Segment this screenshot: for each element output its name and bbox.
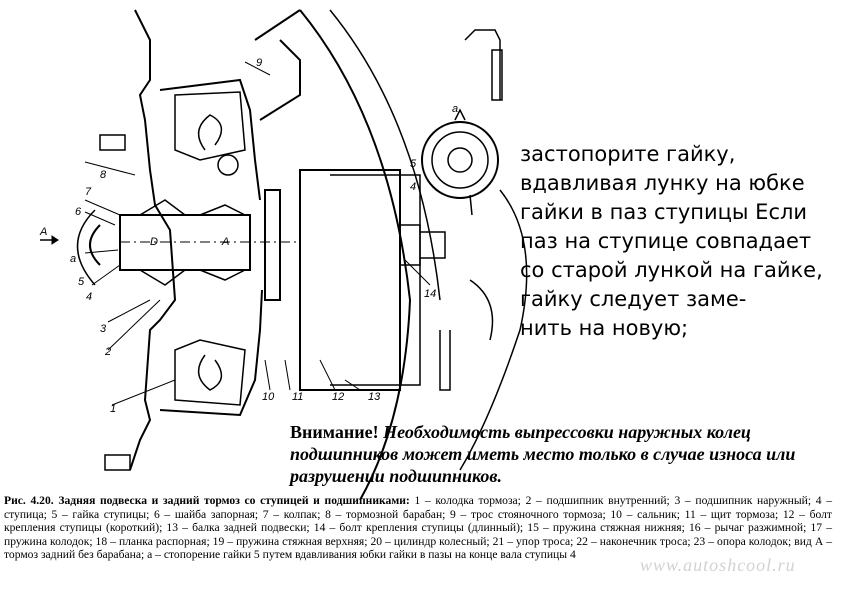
callout-a-detail: а [452,103,458,115]
side-note-line: застопорите гайку, [520,142,736,166]
callout-10: 10 [262,391,275,403]
caption-text: 1 – колодка тормоза; 2 – подшипник внутр… [4,494,832,562]
callout-9: 9 [256,57,262,69]
callout-7: 7 [85,186,92,198]
warning-lead: Внимание! [290,422,379,442]
callout-4-detail: 4 [410,181,416,193]
callout-4: 4 [86,291,92,303]
dimension-a: A [221,236,229,248]
callout-5-detail: 5 [410,158,417,170]
side-note-line: вдавливая лунку на юбке [520,171,805,195]
callout-5: 5 [78,276,85,288]
callout-13: 13 [368,391,381,403]
side-note-line: гайку следует заме- [520,287,747,311]
side-note: застопорите гайку, вдавливая лунку на юб… [520,140,835,343]
callout-3: 3 [100,323,107,335]
side-note-line: гайки в паз ступицы Если [520,200,808,224]
warning-note: Внимание! Необходимость выпрессовки нару… [290,421,810,487]
callout-14: 14 [424,288,436,300]
callout-12: 12 [332,391,344,403]
drawing-labels: 1 2 3 4 5 6 7 8 9 10 11 12 13 14 а 5 4 A… [39,57,458,415]
callout-8: 8 [100,169,107,181]
callout-a: а [70,253,76,265]
dimension-d: D [150,236,158,248]
caption-lead: Рис. 4.20. Задняя подвеска и задний торм… [4,494,410,507]
callout-2: 2 [104,346,111,358]
callout-1: 1 [110,403,116,415]
figure-caption: Рис. 4.20. Задняя подвеска и задний торм… [4,494,832,562]
side-note-line: со старой лункой на гайке, [520,258,823,282]
watermark: www.autoshcool.ru [640,555,796,575]
callout-11: 11 [292,391,303,403]
side-note-line: паз на ступице совпадает [520,229,812,253]
callout-6: 6 [75,206,82,218]
warning-text: Необходимость выпрессовки наружных колец… [290,422,796,486]
hub-assembly-drawing [40,9,528,501]
side-note-line: нить на новую; [520,316,689,340]
view-a-label: A [39,226,47,238]
